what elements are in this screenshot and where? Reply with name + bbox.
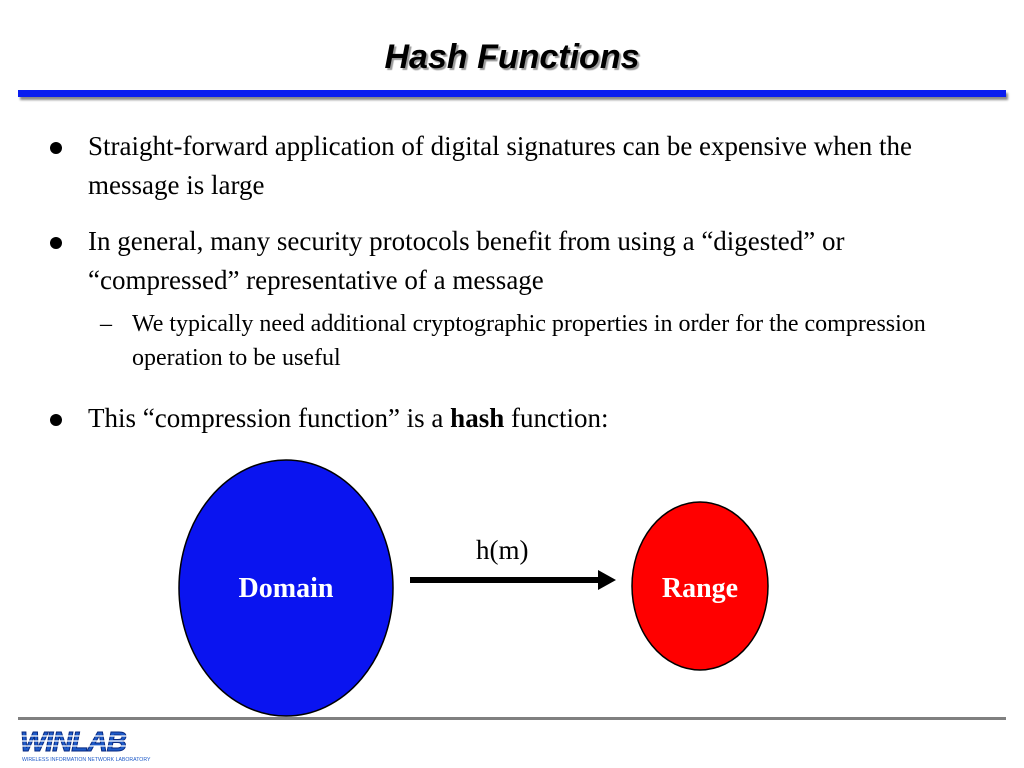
domain-ellipse bbox=[178, 459, 394, 717]
domain-label: Domain bbox=[238, 573, 334, 604]
arrow-label: h(m) bbox=[476, 535, 529, 565]
bullet-text-3-after: function: bbox=[504, 403, 609, 433]
bullet-text-2: In general, many security protocols bene… bbox=[88, 226, 845, 295]
bullet-dot-icon bbox=[50, 142, 62, 154]
bullet-text-3-bold: hash bbox=[450, 403, 505, 433]
winlab-logo: WINLAB WIRELESS INFORMATION NETWORK LABO… bbox=[20, 726, 166, 763]
bullet-text-3-before: This “compression function” is a bbox=[88, 403, 451, 433]
arrow-head-icon bbox=[598, 570, 616, 590]
bullet-dot-icon bbox=[50, 414, 62, 426]
bullet-item-1: Straight-forward application of digital … bbox=[50, 127, 950, 205]
sub-bullet-text: We typically need additional cryptograph… bbox=[132, 311, 926, 371]
svg-text:WIRELESS INFORMATION NETWORK L: WIRELESS INFORMATION NETWORK LABORATORY bbox=[22, 757, 151, 763]
title-underline bbox=[18, 90, 1006, 97]
bullet-item-2: In general, many security protocols bene… bbox=[50, 222, 950, 300]
bullet-dot-icon bbox=[50, 237, 62, 249]
bullet-text-3: This “compression function” is a hash fu… bbox=[88, 399, 950, 438]
bullet-item-3: This “compression function” is a hash fu… bbox=[50, 399, 950, 438]
range-label: Range bbox=[661, 573, 739, 604]
range-ellipse bbox=[631, 501, 769, 671]
sub-bullet-item: – We typically need additional cryptogra… bbox=[100, 307, 980, 375]
slide-title: Hash Functions bbox=[384, 38, 640, 76]
footer-divider bbox=[18, 717, 1006, 720]
sub-bullet-dash: – bbox=[100, 311, 112, 337]
bullet-text-1: Straight-forward application of digital … bbox=[88, 131, 912, 200]
